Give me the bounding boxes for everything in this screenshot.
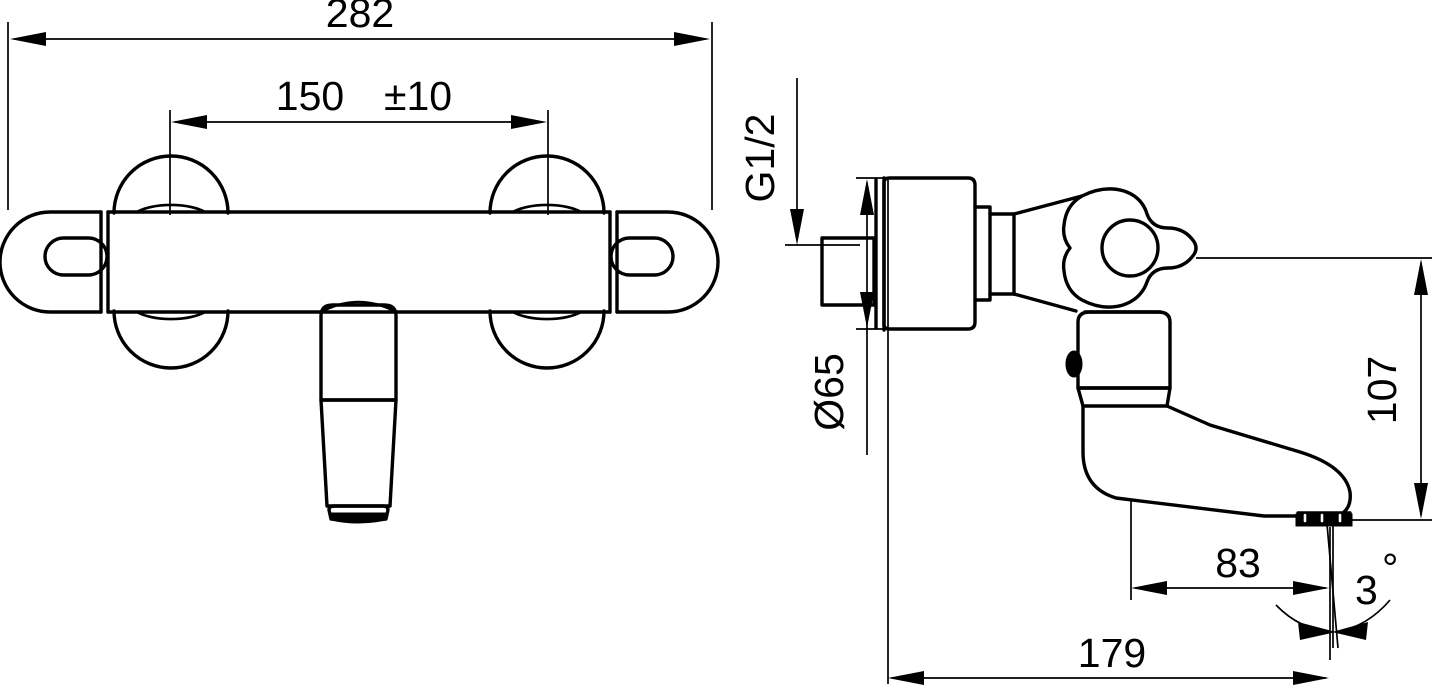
side-view-spout-arm (1081, 404, 1352, 518)
front-view-left-slot (43, 236, 109, 277)
dimension-label-3deg: 3 (1355, 567, 1378, 613)
front-view-right-rosette (488, 154, 606, 370)
arrowhead-3deg-left (1298, 622, 1336, 640)
handle-tip (327, 504, 390, 521)
arrowhead-83-right (1293, 581, 1329, 595)
arrowhead-83-left (1131, 581, 1167, 595)
front-view-right-slot (609, 236, 675, 277)
dimension-label-179: 179 (1078, 630, 1146, 676)
arrowhead-150-right (511, 115, 547, 129)
degree-symbol: ° (1382, 545, 1398, 591)
front-view-handle (319, 300, 398, 524)
side-view-inlet-nipple (820, 236, 876, 307)
arrowhead-150-left (171, 115, 207, 129)
front-view-left-endcap (0, 210, 110, 314)
dimension-label-150-tolerance: ±10 (384, 73, 452, 119)
dimension-label-83: 83 (1215, 540, 1261, 586)
arrowhead-107-bottom (1414, 483, 1428, 519)
dimension-150: 150 ±10 (169, 73, 549, 215)
handle-collar-top (323, 300, 394, 312)
dimension-179: 179 (887, 180, 1329, 685)
handle-tip-fill (328, 512, 389, 524)
dimension-83: 83 (1130, 500, 1331, 660)
arrowhead-179-left (888, 671, 924, 685)
dimension-282: 282 (7, 0, 713, 210)
arrowhead-3deg-right (1332, 622, 1368, 640)
dimension-label-g12: G1/2 (737, 114, 783, 203)
side-view-flange (874, 176, 977, 332)
front-view-body (106, 210, 612, 314)
handle-upper (319, 303, 398, 402)
dimension-label-150: 150 (276, 73, 344, 119)
side-view-collar (973, 205, 1016, 302)
spout-neck-button (1065, 350, 1083, 378)
arrowhead-g12 (790, 209, 804, 245)
arrowhead-d65-bottom (860, 292, 874, 328)
arrowhead-282-right (674, 32, 710, 46)
front-view-right-endcap (608, 210, 720, 314)
dimension-d65: Ø65 (806, 177, 900, 455)
knob-center-hole (1100, 218, 1160, 278)
side-view-aerator (1295, 511, 1353, 527)
dimension-g12: G1/2 (737, 78, 860, 246)
dimension-label-282: 282 (326, 0, 394, 36)
dimension-3deg: 3 ° (1275, 523, 1398, 649)
dimension-label-107-alt: 107 (1359, 356, 1405, 424)
side-view-body (1012, 194, 1084, 313)
front-view-left-rosette (112, 154, 230, 370)
handle-lower (319, 398, 398, 508)
dimension-label-d65: Ø65 (806, 353, 852, 431)
side-view (820, 176, 1353, 527)
arrowhead-d65-top (860, 179, 874, 215)
arrowhead-282-left (10, 32, 46, 46)
arrowhead-179-right (1293, 671, 1329, 685)
dimension-107: 107 (1196, 257, 1432, 521)
side-view-spout-neck (1065, 310, 1172, 408)
side-view-thermostat-knob (1061, 187, 1198, 309)
arrowhead-107-top (1414, 259, 1428, 295)
front-view (0, 154, 720, 524)
